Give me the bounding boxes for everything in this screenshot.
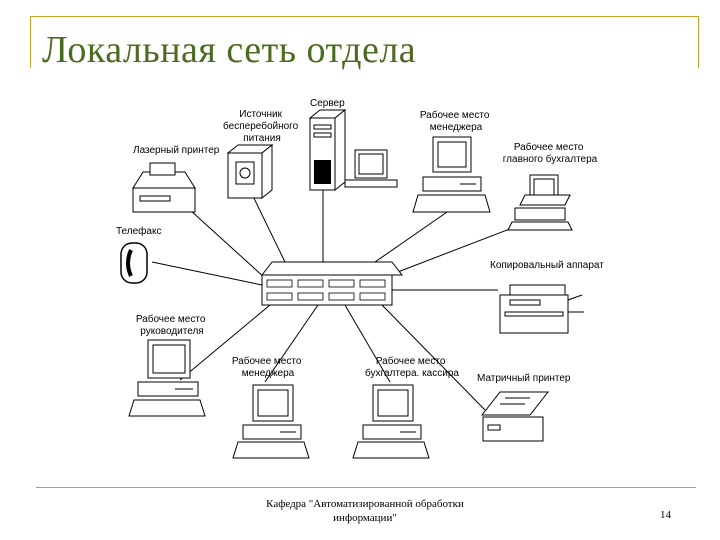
page-number: 14 <box>660 509 671 521</box>
frame-left-border <box>30 16 31 68</box>
manager-bottom-workstation-icon <box>232 384 310 459</box>
server-monitor-icon <box>344 149 398 188</box>
laser-printer-icon <box>132 162 196 213</box>
server-label: Сервер <box>310 98 345 109</box>
chief-accountant-label: Рабочее место главного бухгалтера <box>503 141 598 165</box>
director-label: Рабочее место руководителя <box>136 313 208 337</box>
laser-printer-label: Лазерный принтер <box>133 145 220 156</box>
accountant-cashier-label: Рабочее место бухгалтера. кассира <box>365 355 459 379</box>
footer-department-line2: информации" <box>333 512 397 524</box>
director-workstation-icon <box>128 339 206 417</box>
link-director <box>179 304 271 381</box>
footer-divider <box>36 487 696 488</box>
link-ups <box>249 189 286 263</box>
copier-label: Копировальный аппарат <box>490 260 604 271</box>
manager-top-label: Рабочее место менеджера <box>420 109 492 133</box>
manager-top-workstation-icon <box>412 136 491 213</box>
link-manager-top <box>374 209 451 263</box>
dot-printer-label: Матричный принтер <box>477 373 571 384</box>
frame-right-border <box>698 16 699 68</box>
footer-department: Кафедра "Автоматизированной обработки ин… <box>230 497 500 525</box>
link-accountant-cashier <box>344 304 391 383</box>
telefax-icon <box>120 242 148 284</box>
server-icon <box>308 108 347 192</box>
slide-title: Локальная сеть отдела <box>42 29 417 71</box>
manager-bottom-label: Рабочее место менеджера <box>232 355 304 379</box>
link-chief-accountant <box>389 224 521 276</box>
link-manager-bottom <box>264 304 319 383</box>
link-telefax <box>151 261 263 286</box>
copier-icon <box>499 284 584 334</box>
telefax-label: Телефакс <box>116 225 161 237</box>
link-dot-printer <box>381 304 486 411</box>
frame-top-border <box>30 16 698 17</box>
accountant-cashier-workstation-icon <box>352 384 430 459</box>
dot-printer-icon <box>480 391 550 442</box>
hub-icon <box>260 261 404 306</box>
ups-label: Источник бесперебойного питания <box>223 109 301 144</box>
connection-lines <box>151 189 521 411</box>
footer-department-line1: Кафедра "Автоматизированной обработки <box>266 498 464 510</box>
link-laser-printer <box>189 209 266 279</box>
ups-icon <box>226 143 274 200</box>
chief-accountant-workstation-icon <box>507 174 573 231</box>
